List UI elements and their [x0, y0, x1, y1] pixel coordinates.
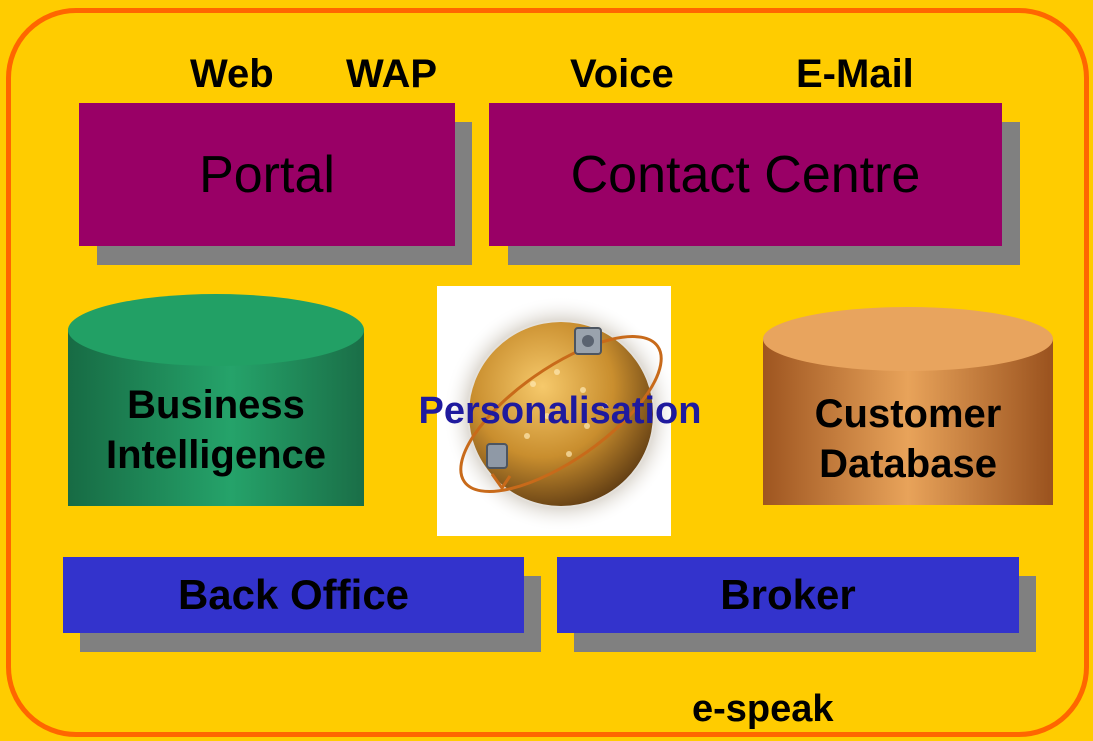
bi-label-line1: Business — [127, 383, 305, 427]
customer-database-cylinder: Customer Database — [762, 303, 1054, 506]
portal-label: Portal — [199, 145, 335, 204]
db-label-line2: Database — [819, 442, 997, 486]
espeak-label: e-speak — [692, 688, 834, 730]
portal-box: Portal — [79, 103, 455, 246]
channel-email: E-Mail — [796, 52, 914, 96]
db-label-line1: Customer — [814, 392, 1002, 436]
contact-centre-label: Contact Centre — [570, 145, 921, 204]
back-office-box: Back Office — [63, 557, 524, 633]
business-intelligence-cylinder: Business Intelligence — [67, 288, 365, 508]
bi-label-line2: Intelligence — [105, 433, 327, 477]
cylinder-icon — [68, 294, 364, 506]
broker-box: Broker — [557, 557, 1019, 633]
outer-frame — [6, 8, 1089, 737]
cylinder-icon — [763, 307, 1053, 505]
personalisation-panel — [437, 286, 679, 536]
channel-voice: Voice — [570, 52, 674, 96]
globe-icon — [443, 296, 679, 532]
back-office-label: Back Office — [177, 571, 410, 618]
broker-label: Broker — [720, 571, 856, 618]
contact-centre-box: Contact Centre — [489, 103, 1002, 246]
personalisation-label: Personalisation — [418, 390, 702, 432]
channel-wap: WAP — [346, 52, 438, 96]
channel-web: Web — [190, 52, 274, 96]
